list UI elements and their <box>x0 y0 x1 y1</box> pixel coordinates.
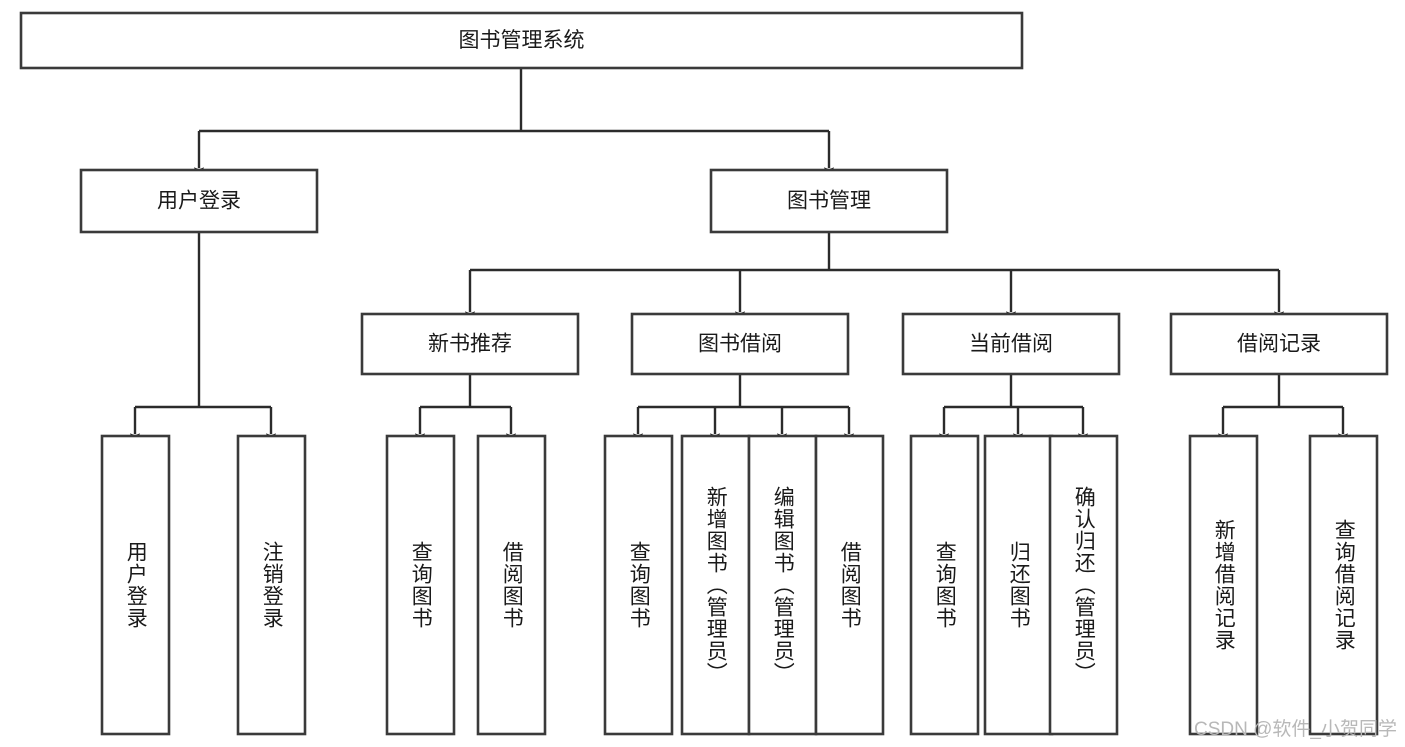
node-border <box>901 312 1121 376</box>
leaf-node-11[interactable] <box>1188 434 1259 736</box>
node-border <box>1048 434 1119 736</box>
node-border <box>360 312 580 376</box>
node-border <box>814 434 885 736</box>
level2-node-label-1: 图书管理 <box>787 190 871 213</box>
level3-node-label-0: 新书推荐 <box>428 333 512 356</box>
node-border <box>476 434 547 736</box>
leaf-node-9[interactable] <box>983 434 1054 736</box>
node-border <box>385 434 456 736</box>
level2-node-0[interactable] <box>79 168 319 234</box>
connector-lines <box>129 68 1349 443</box>
level3-node-label-1: 图书借阅 <box>698 333 782 356</box>
node-border <box>709 168 949 234</box>
leaf-node-0[interactable] <box>100 434 171 736</box>
leaf-node-1[interactable] <box>236 434 307 736</box>
node-border <box>1188 434 1259 736</box>
node-border <box>19 11 1024 70</box>
node-border <box>630 312 850 376</box>
node-border <box>909 434 980 736</box>
leaf-node-2[interactable] <box>385 434 456 736</box>
leaf-node-7[interactable] <box>814 434 885 736</box>
level2-node-1[interactable] <box>709 168 949 234</box>
node-border <box>983 434 1054 736</box>
node-boxes <box>19 11 1389 736</box>
root-node[interactable] <box>19 11 1024 70</box>
level3-node-label-3: 借阅记录 <box>1237 333 1321 356</box>
level2-node-label-0: 用户登录 <box>157 190 241 213</box>
node-border <box>100 434 171 736</box>
root-node-label: 图书管理系统 <box>459 29 585 52</box>
level3-node-0[interactable] <box>360 312 580 376</box>
watermark-text: CSDN @软件_小贺同学 <box>1194 719 1397 740</box>
node-border <box>1169 312 1389 376</box>
leaf-node-10[interactable] <box>1048 434 1119 736</box>
node-border <box>236 434 307 736</box>
leaf-node-5[interactable] <box>680 434 751 736</box>
leaf-node-6[interactable] <box>747 434 818 736</box>
leaf-node-8[interactable] <box>909 434 980 736</box>
node-border <box>1308 434 1379 736</box>
level3-node-2[interactable] <box>901 312 1121 376</box>
node-border <box>680 434 751 736</box>
node-border <box>747 434 818 736</box>
level3-node-1[interactable] <box>630 312 850 376</box>
level3-node-3[interactable] <box>1169 312 1389 376</box>
leaf-node-3[interactable] <box>476 434 547 736</box>
node-border <box>603 434 674 736</box>
level3-node-label-2: 当前借阅 <box>969 333 1053 356</box>
node-border <box>79 168 319 234</box>
leaf-node-12[interactable] <box>1308 434 1379 736</box>
leaf-node-4[interactable] <box>603 434 674 736</box>
